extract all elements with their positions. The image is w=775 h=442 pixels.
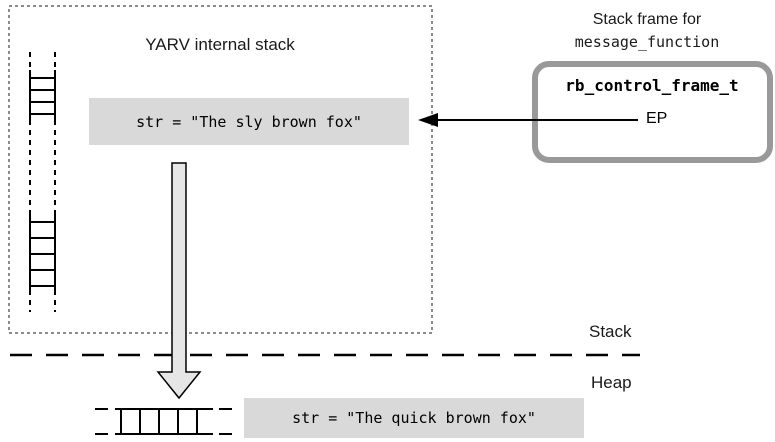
heap-value-box: [244, 398, 584, 438]
stack-region-label: Stack: [589, 322, 632, 341]
stack-value-box: [89, 98, 409, 145]
yarv-stack-title: YARV internal stack: [145, 35, 295, 54]
heap-slots: [95, 408, 232, 435]
yarv-stack-container: [8, 5, 433, 334]
stack-ladder: [29, 52, 56, 312]
heap-value-text: str = "The quick brown fox": [292, 409, 536, 427]
ep-field-label: EP: [646, 110, 667, 127]
copy-to-heap-arrow: [156, 162, 202, 400]
ep-pointer-arrowhead: [418, 113, 438, 127]
heap-region-label: Heap: [591, 373, 632, 392]
stack-value-text: str = "The sly brown fox": [136, 113, 362, 131]
frame-caption-line1: Stack frame for: [593, 11, 702, 28]
control-frame-box: [532, 61, 773, 163]
frame-caption-line2: message_function: [575, 33, 720, 51]
control-frame-name: rb_control_frame_t: [565, 76, 738, 95]
